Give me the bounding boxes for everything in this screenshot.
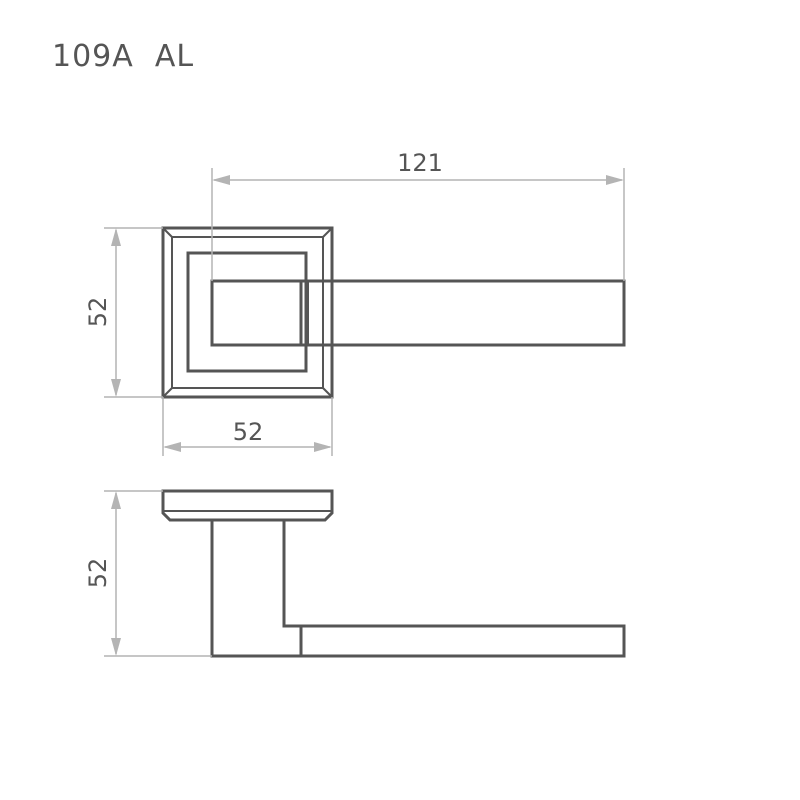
- arrow-left: [212, 175, 230, 185]
- dimension-length: 121: [211, 149, 625, 281]
- arrow-up-3: [111, 491, 121, 509]
- rose-bevel-square: [171, 236, 324, 389]
- dim-label-52-side: 52: [84, 558, 112, 589]
- arrow-left-2: [163, 442, 181, 452]
- front-view: [161, 226, 626, 399]
- arrow-up: [111, 228, 121, 246]
- dimension-height-front: 52: [84, 227, 163, 398]
- bevel-corner-bl: [162, 387, 173, 398]
- model-title: 109A AL: [52, 39, 194, 74]
- dim-label-52-h: 52: [233, 418, 264, 446]
- arrow-down-3: [111, 638, 121, 656]
- rose-inner-square: [186, 251, 308, 373]
- bevel-corner-tl: [162, 227, 173, 238]
- bevel-corner-tr: [322, 227, 333, 238]
- dim-label-121: 121: [397, 149, 443, 177]
- rose-plate-side: [161, 489, 334, 522]
- side-view: [161, 489, 626, 658]
- arrow-right: [606, 175, 624, 185]
- dim-label-52-v: 52: [84, 297, 112, 328]
- dimension-width-front: 52: [162, 397, 333, 456]
- dimension-height-side: 52: [84, 490, 212, 657]
- rose-outer-square: [161, 226, 334, 399]
- arrow-down: [111, 379, 121, 397]
- lever-body: [210, 279, 626, 347]
- arrow-right-2: [314, 442, 332, 452]
- lever-side-outline: [210, 520, 626, 658]
- bevel-corner-br: [322, 387, 333, 398]
